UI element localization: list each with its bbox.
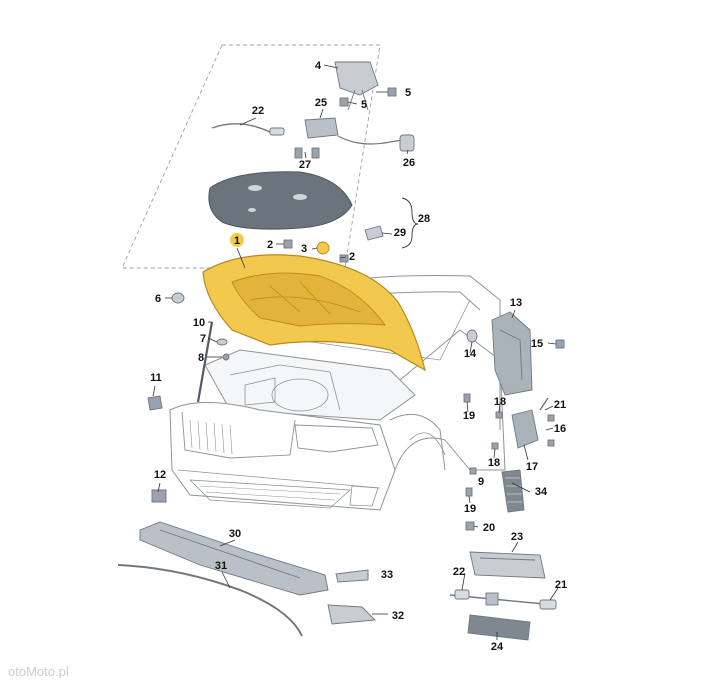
callout-2a: 2	[267, 239, 273, 251]
callout-9: 9	[478, 476, 484, 488]
callout-32: 32	[392, 610, 404, 622]
callout-20: 20	[483, 522, 495, 534]
callout-3: 3	[301, 243, 307, 255]
insulation-mat	[208, 171, 353, 230]
callout-18b: 18	[488, 457, 500, 469]
callout-19a: 19	[463, 410, 475, 422]
small-parts	[117, 61, 565, 641]
bracket-28	[401, 197, 419, 249]
hood-panel	[202, 254, 426, 372]
callout-7: 7	[200, 333, 206, 345]
callout-1: 1	[234, 235, 240, 247]
callout-21a: 21	[554, 399, 566, 411]
callout-16: 16	[554, 423, 566, 435]
callout-12: 12	[154, 469, 166, 481]
callout-28: 28	[418, 213, 430, 225]
callout-14: 14	[464, 348, 477, 360]
callout-22b: 22	[453, 566, 465, 578]
callout-8: 8	[198, 352, 204, 364]
callout-26: 26	[403, 157, 415, 169]
callout-21b: 21	[555, 579, 567, 591]
callout-10: 10	[193, 317, 205, 329]
callout-13: 13	[510, 297, 522, 309]
car-body	[169, 275, 506, 511]
callout-15: 15	[531, 338, 543, 350]
callout-31: 31	[215, 560, 227, 572]
callout-19b: 19	[464, 503, 476, 515]
callout-18a: 18	[494, 396, 506, 408]
watermark: otoMoto.pl	[8, 664, 69, 679]
callout-27: 27	[299, 159, 311, 171]
hood-strut	[196, 321, 214, 403]
callout-11: 11	[150, 372, 162, 384]
callout-1-ring	[230, 233, 244, 247]
callout-22a: 22	[252, 105, 264, 117]
callout-29: 29	[394, 227, 406, 239]
callout-25: 25	[315, 97, 327, 109]
leader-lines	[152, 64, 559, 640]
callout-5a: 5	[405, 87, 411, 99]
callout-30: 30	[229, 528, 241, 540]
callout-2b: 2	[349, 251, 355, 263]
group-frame	[121, 44, 381, 269]
callout-17: 17	[526, 461, 538, 473]
callout-4: 4	[315, 60, 322, 72]
callout-34: 34	[535, 486, 548, 498]
callout-6: 6	[155, 293, 161, 305]
callout-24: 24	[491, 641, 504, 653]
callout-labels: 1 2 2 3 4 5 5 6 7 8 9 10 11 12 13 14 15 …	[150, 60, 567, 653]
callout-5b: 5	[361, 99, 367, 111]
callout-33: 33	[381, 569, 393, 581]
callout-23: 23	[511, 531, 523, 543]
